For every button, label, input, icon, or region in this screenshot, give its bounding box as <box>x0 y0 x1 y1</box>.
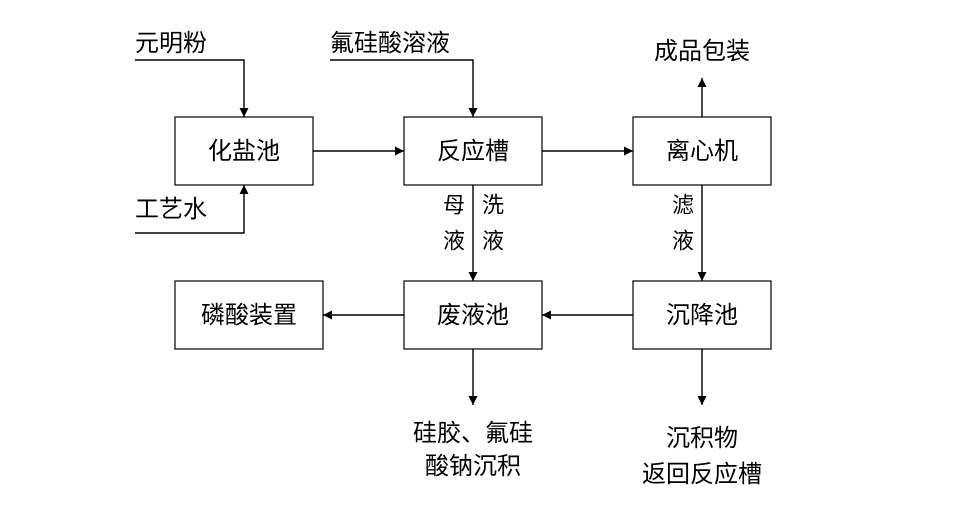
centrifuge-node: 离心机 <box>632 116 772 186</box>
washing-liquor-char-1: 洗 <box>482 194 504 219</box>
glauber-salt-label: 元明粉 <box>135 29 207 57</box>
waste-pool-node: 废液池 <box>403 280 543 350</box>
mother-liquor-char-2: 液 <box>443 230 465 255</box>
settling-pool-node: 沉降池 <box>632 280 772 350</box>
process-water-arrow <box>135 185 249 234</box>
silica-gel-label-line1: 硅胶、氟硅 <box>413 419 533 447</box>
process-water-label: 工艺水 <box>135 195 207 223</box>
waste-pool-label: 废液池 <box>437 301 509 329</box>
filtrate-char-2: 液 <box>672 230 694 255</box>
product-packaging-label: 成品包装 <box>654 37 750 65</box>
washing-liquor-char-2: 液 <box>482 230 504 255</box>
fluorosilicic-acid-arrow <box>330 59 478 117</box>
salt-pool-label: 化盐池 <box>208 137 280 165</box>
salt-pool-node: 化盐池 <box>174 116 314 186</box>
phosphoric-device-label: 磷酸装置 <box>201 301 297 329</box>
fluorosilicic-acid-label: 氟硅酸溶液 <box>330 29 450 57</box>
glauber-salt-arrow <box>135 59 249 117</box>
reaction-tank-label: 反应槽 <box>437 137 509 165</box>
phosphoric-device-node: 磷酸装置 <box>174 280 324 350</box>
settling-pool-label: 沉降池 <box>666 301 738 329</box>
sediment-label-line2: 返回反应槽 <box>642 460 762 488</box>
sediment-label-line1: 沉积物 <box>666 424 738 452</box>
filtrate-char-1: 滤 <box>672 194 694 219</box>
centrifuge-label: 离心机 <box>666 137 738 165</box>
reaction-tank-node: 反应槽 <box>403 116 543 186</box>
mother-liquor-char-1: 母 <box>443 194 465 219</box>
silica-gel-label-line2: 酸钠沉积 <box>425 452 521 480</box>
